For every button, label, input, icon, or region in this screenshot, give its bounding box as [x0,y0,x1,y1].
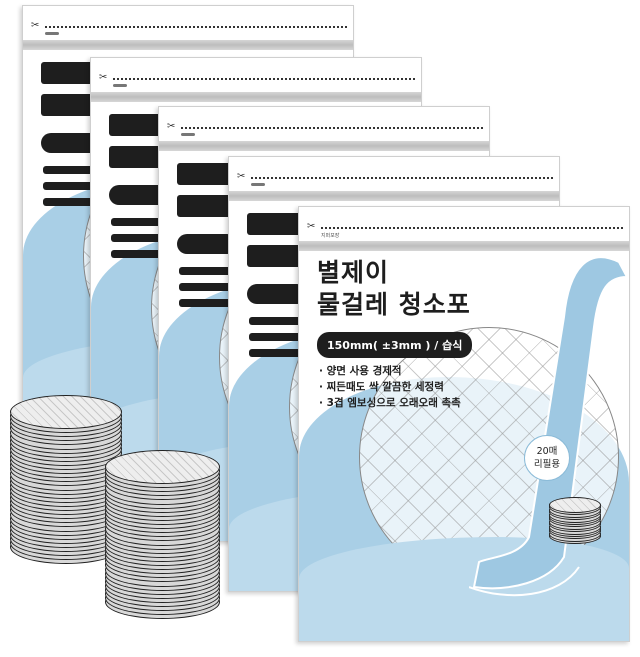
feature-artwork [111,218,166,226]
title-artwork [247,213,311,235]
feature-artwork [179,283,234,291]
zipper-label-artwork [45,32,59,35]
feature-list: · 양면 사용 경제적 · 찌든때도 싹 깔끔한 세정력 · 3겹 엠보싱으로 … [319,363,461,411]
zipper-header: ✂ [23,6,353,38]
zipper-header: ✂ [159,107,489,139]
scissors-icon: ✂ [31,20,40,31]
spec-pill: 150mm( ±3mm ) / 습식 [317,332,473,358]
spec-artwork [247,284,307,304]
title-artwork [41,94,105,116]
feature-item: · 찌든때도 싹 깔끔한 세정력 [319,381,444,393]
zipper-label-artwork [113,84,127,87]
feature-artwork [249,317,304,325]
scissors-icon: ✂ [237,171,246,182]
product-title: 별제이 물걸레 청소포 [317,257,471,321]
scissors-icon: ✂ [99,72,108,83]
pad-disk [105,450,220,484]
feature-artwork [43,182,98,190]
title-artwork [41,62,105,84]
zipper-band [229,191,559,201]
pad-stack [105,450,220,622]
blue-wave [299,537,629,641]
mop-illustration [469,256,629,597]
feature-artwork [249,349,304,357]
pad-disk [549,497,601,513]
cut-line [251,177,553,179]
cut-line [45,26,347,28]
title-line: 물걸레 청소포 [317,290,471,319]
feature-artwork [179,299,234,307]
zipper-label: 지퍼포장 [321,233,340,239]
zipper-band [159,141,489,151]
scissors-icon: ✂ [167,121,176,132]
zipper-header: ✂ [229,157,559,189]
package: ✂ 지퍼포장 별제이 물걸레 청소포 150mm( ±3mm ) / 습식 · … [298,206,630,642]
zipper-header: ✂ [91,58,421,90]
feature-artwork [43,198,98,206]
scissors-icon: ✂ [307,221,316,232]
badge-label: 리필용 [533,459,561,470]
spec-artwork [109,185,169,205]
pad-disk [10,395,122,429]
badge-count: 20매 [536,446,558,457]
feature-artwork [111,234,166,242]
title-artwork [109,146,173,168]
zipper-label-artwork [251,183,265,186]
feature-item: · 양면 사용 경제적 [319,365,402,377]
title-artwork [109,114,173,136]
feature-artwork [179,267,234,275]
title-line: 별제이 [317,258,390,287]
spec-artwork [41,133,101,153]
title-artwork [177,163,241,185]
cut-line [321,227,623,229]
pad-stack [10,395,122,567]
small-pad-stack [549,497,601,547]
title-artwork [177,195,241,217]
zipper-band [299,241,629,251]
cut-line [181,127,483,129]
zipper-band [23,40,353,50]
feature-artwork [43,166,98,174]
feature-artwork [249,333,304,341]
feature-artwork [111,250,166,258]
zipper-header: ✂ 지퍼포장 [299,207,629,239]
feature-item: · 3겹 엠보싱으로 오래오래 촉촉 [319,397,461,409]
zipper-label-artwork [181,133,195,136]
title-artwork [247,245,311,267]
cut-line [113,78,415,80]
zipper-band [91,92,421,102]
spec-artwork [177,234,237,254]
